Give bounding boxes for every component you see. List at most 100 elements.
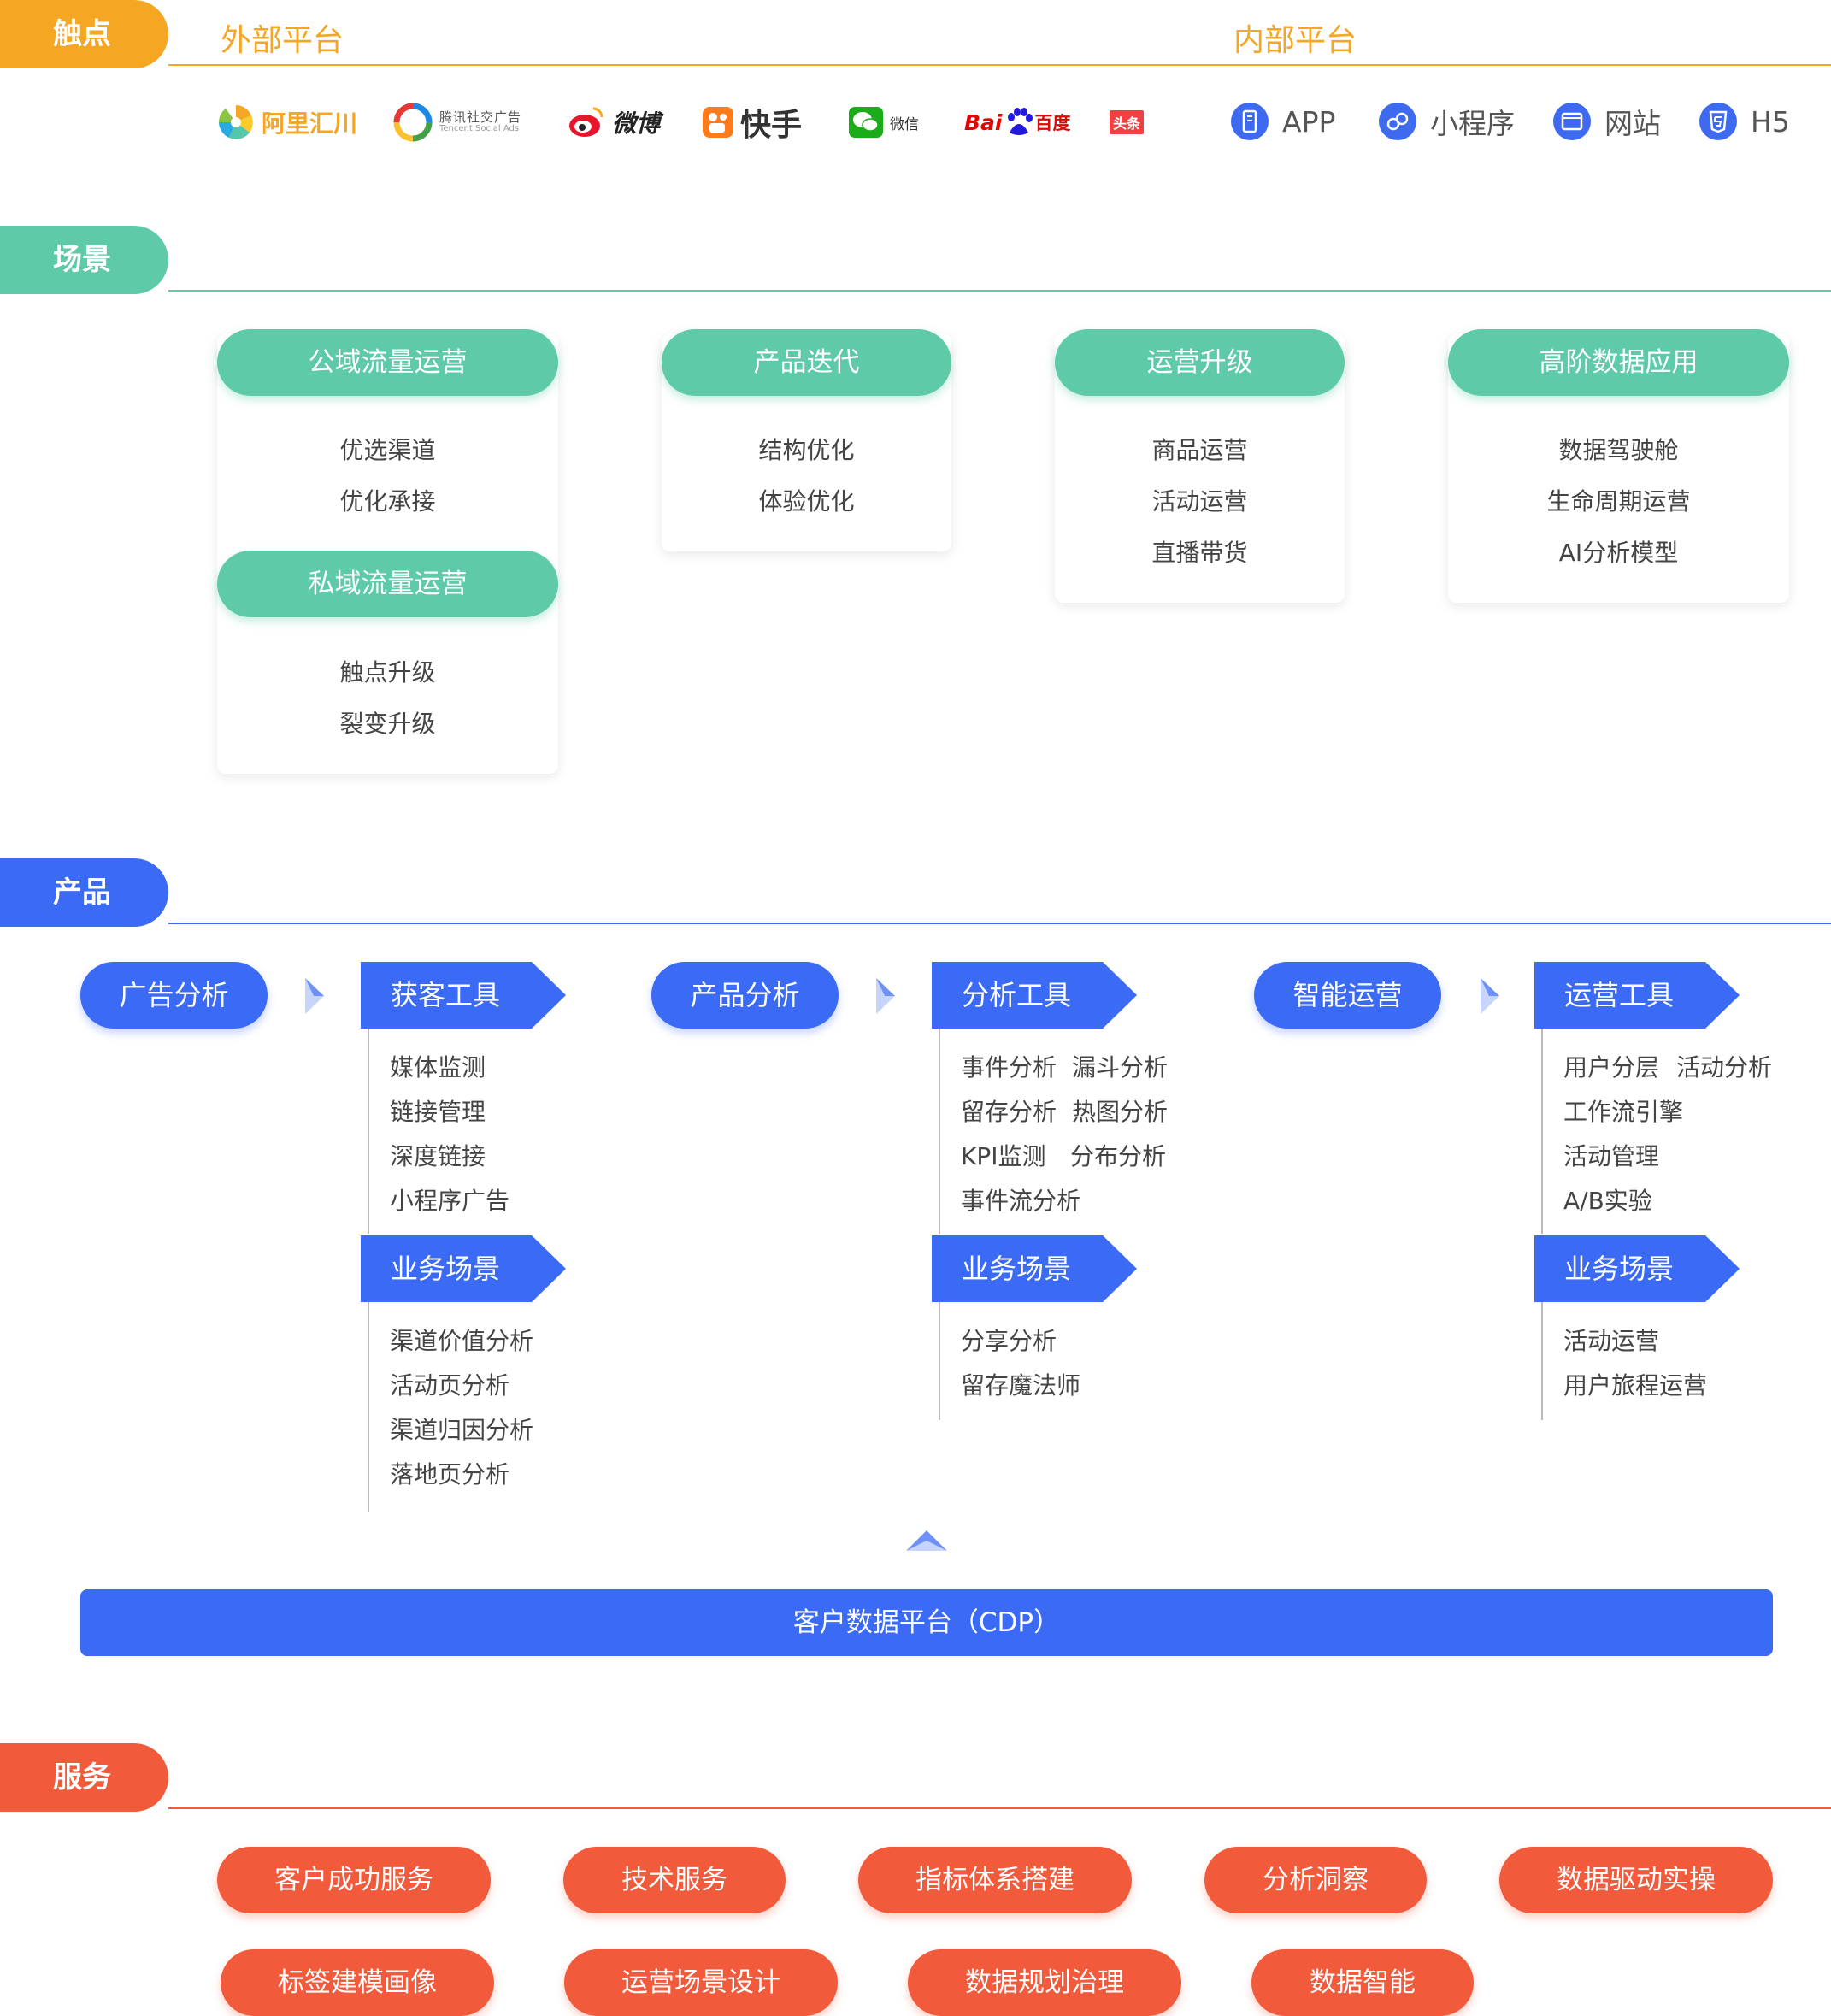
tencent-ads-icon [393, 103, 433, 142]
service-pill: 指标体系搭建 [858, 1847, 1132, 1913]
tool-item: 热图分析 [1072, 1098, 1169, 1126]
scene-item: 活动运营 [1563, 1327, 1660, 1355]
scenario-title-private-traffic: 私域流量运营 [217, 551, 558, 617]
service-pill: 运营场景设计 [564, 1949, 838, 2016]
tab-ops-tools: 运营工具 [1534, 962, 1740, 1029]
toutiao-logo: 头条 [1110, 101, 1145, 144]
service-pill: 数据智能 [1251, 1949, 1474, 2016]
scenario-item: 触点升级 [339, 658, 436, 687]
scenario-item: 商品运营 [1151, 436, 1248, 464]
tool-item: 用户分层 [1563, 1053, 1660, 1082]
baidu-logo: Bai 百度 [964, 101, 1071, 144]
tool-item: A/B实验 [1563, 1187, 1652, 1215]
tool-item: 小程序广告 [390, 1187, 510, 1215]
list-line [1541, 1302, 1543, 1420]
wechat-logo: 微信 [849, 101, 919, 144]
tool-item: 漏斗分析 [1072, 1053, 1169, 1082]
service-pill: 数据驱动实操 [1499, 1847, 1773, 1913]
aliyun-icon [219, 105, 253, 139]
cdp-bar: 客户数据平台（CDP） [80, 1589, 1773, 1656]
aliyun-logo: 阿里汇川 [217, 101, 357, 144]
section-tag-scenario: 场景 [0, 226, 168, 294]
divider-service [168, 1807, 1831, 1809]
chevron-right-icon [305, 978, 324, 1014]
wechat-icon [849, 107, 883, 138]
scenario-title-ops: 运营升级 [1055, 329, 1345, 396]
scenario-item: 优选渠道 [339, 436, 436, 464]
scenario-item: 生命周期运营 [1546, 487, 1691, 516]
section-tag-product: 产品 [0, 858, 168, 927]
divider-touchpoint [168, 64, 1831, 66]
internal-platform-app: APP [1231, 100, 1335, 143]
section-tag-touchpoint: 触点 [0, 0, 168, 68]
product-pill-ad-analysis: 广告分析 [80, 962, 268, 1029]
scene-item: 分享分析 [961, 1327, 1057, 1355]
divider-product [168, 923, 1831, 924]
chevron-right-icon [876, 978, 895, 1014]
tool-item: 分布分析 [1070, 1142, 1167, 1170]
service-pill: 标签建模画像 [221, 1949, 494, 2016]
scenario-item: 直播带货 [1151, 539, 1248, 567]
internal-platform-h5: H5 [1699, 100, 1790, 143]
tool-item: 事件流分析 [961, 1187, 1081, 1215]
service-pill: 分析洞察 [1204, 1847, 1427, 1913]
scene-item: 落地页分析 [390, 1460, 510, 1488]
tab-acquisition-tools: 获客工具 [361, 962, 566, 1029]
list-line [939, 1029, 940, 1234]
tool-item: 事件分析 [961, 1053, 1057, 1082]
internal-platform-label: 内部平台 [1233, 23, 1357, 58]
baidu-paw-icon [1007, 108, 1033, 135]
scenario-item: 优化承接 [339, 487, 436, 516]
divider-scenario [168, 290, 1831, 292]
tab-business-scenes-ops: 业务场景 [1534, 1235, 1740, 1302]
weibo-logo: 微博 [568, 101, 660, 144]
tab-business-scenes-analysis: 业务场景 [932, 1235, 1137, 1302]
scene-item: 渠道归因分析 [390, 1416, 534, 1444]
tab-analysis-tools: 分析工具 [932, 962, 1137, 1029]
miniprogram-icon [1379, 103, 1416, 140]
scene-item: 用户旅程运营 [1563, 1371, 1708, 1400]
scenario-item: 活动运营 [1151, 487, 1248, 516]
internal-platform-website: 网站 [1553, 100, 1661, 143]
product-pill-product-analysis: 产品分析 [651, 962, 839, 1029]
tool-item: 活动分析 [1676, 1053, 1773, 1082]
scene-item: 留存魔法师 [961, 1371, 1081, 1400]
internal-platform-miniprogram: 小程序 [1379, 100, 1515, 143]
scenario-item: AI分析模型 [1558, 539, 1679, 567]
tool-item: 留存分析 [961, 1098, 1057, 1126]
tool-item: KPI监测 [961, 1142, 1046, 1170]
tool-item: 深度链接 [390, 1142, 486, 1170]
tab-business-scenes-ad: 业务场景 [361, 1235, 566, 1302]
tool-item: 链接管理 [390, 1098, 486, 1126]
product-pill-smart-ops: 智能运营 [1254, 962, 1441, 1029]
service-pill: 数据规划治理 [908, 1949, 1181, 2016]
list-line [368, 1302, 369, 1512]
list-line [1541, 1029, 1543, 1234]
scene-item: 活动页分析 [390, 1371, 510, 1400]
website-icon [1553, 103, 1591, 140]
scenario-title-public-traffic: 公域流量运营 [217, 329, 558, 396]
scenario-title-iteration: 产品迭代 [662, 329, 951, 396]
weibo-icon [569, 107, 603, 137]
scenario-item: 裂变升级 [339, 710, 436, 738]
scenario-item: 数据驾驶舱 [1558, 436, 1679, 464]
list-line [368, 1029, 369, 1234]
service-pill: 技术服务 [563, 1847, 786, 1913]
kuaishou-icon [703, 107, 733, 138]
scenario-item: 体验优化 [758, 487, 855, 516]
section-tag-service: 服务 [0, 1743, 168, 1812]
list-line [939, 1302, 940, 1420]
up-arrow-icon [906, 1530, 947, 1551]
external-platform-label: 外部平台 [221, 23, 344, 58]
app-icon [1231, 103, 1269, 140]
scene-item: 渠道价值分析 [390, 1327, 534, 1355]
tool-item: 工作流引擎 [1563, 1098, 1684, 1126]
h5-icon [1699, 103, 1737, 140]
chevron-right-icon [1481, 978, 1499, 1014]
scenario-item: 结构优化 [758, 436, 855, 464]
service-pill: 客户成功服务 [217, 1847, 491, 1913]
kuaishou-logo: 快手 [703, 101, 802, 144]
tool-item: 活动管理 [1563, 1142, 1660, 1170]
tool-item: 媒体监测 [390, 1053, 486, 1082]
tencent-ads-logo: 腾讯社交广告 Tencent Social Ads [393, 101, 521, 144]
